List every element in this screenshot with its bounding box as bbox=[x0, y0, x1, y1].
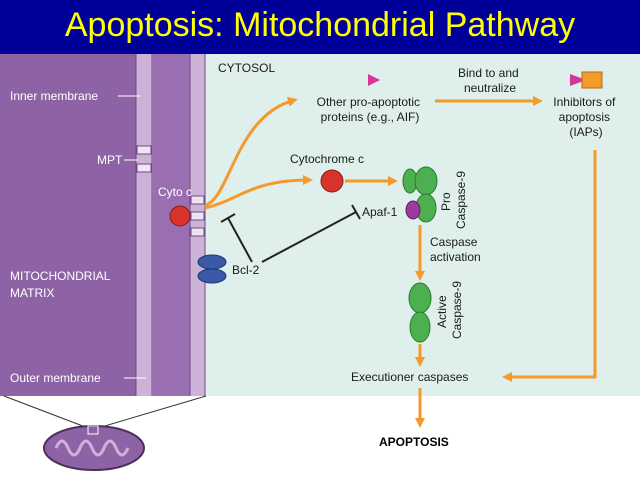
executioner-caspases-label: Executioner caspases bbox=[351, 370, 468, 384]
mpt-pore-outer-2 bbox=[190, 211, 205, 221]
outer-membrane-label: Outer membrane bbox=[10, 371, 101, 385]
aif-icon bbox=[368, 74, 380, 86]
bcl2-icon-2 bbox=[197, 268, 227, 284]
pro-caspase9-label: Pro Caspase-9 bbox=[439, 171, 468, 229]
cyto-c-molecule bbox=[169, 205, 191, 227]
pro-caspase9-top-icon bbox=[414, 166, 438, 196]
caspase-activation-label: Caspase activation bbox=[430, 235, 481, 264]
bcl2-inhibit-line-apaf bbox=[261, 211, 357, 263]
iap-bound-icon bbox=[570, 74, 586, 86]
bcl2-inhibit-line-mito bbox=[227, 217, 253, 263]
cytosol-label: CYTOSOL bbox=[218, 61, 275, 75]
matrix-region bbox=[0, 54, 136, 396]
mpt-pore-inner bbox=[136, 145, 152, 155]
iaps-label: Inhibitors of apoptosis (IAPs) bbox=[553, 95, 618, 139]
arrow-iaps-to-executioner bbox=[502, 150, 597, 382]
apoptosis-label: APOPTOSIS bbox=[379, 435, 449, 449]
bcl2-icon bbox=[197, 254, 227, 270]
cyto-c-label: Cyto c bbox=[158, 185, 192, 199]
cytochrome-c-label: Cytochrome c bbox=[290, 152, 364, 166]
apaf1-label: Apaf-1 bbox=[362, 205, 398, 219]
mpt-label: MPT bbox=[97, 153, 123, 167]
active-caspase9-label: Active Caspase-9 bbox=[435, 281, 464, 339]
active-caspase9-top-icon bbox=[408, 282, 432, 314]
pathway-diagram: Inner membrane MPT MITOCHONDRIAL MATRIX … bbox=[0, 54, 640, 471]
cytochrome-c-molecule bbox=[320, 169, 344, 193]
arrow-to-cytochrome-c bbox=[204, 175, 313, 210]
mpt-pore-outer-3 bbox=[190, 227, 205, 237]
apaf1-bound-icon bbox=[405, 200, 421, 220]
bcl2-label: Bcl-2 bbox=[232, 263, 260, 277]
mpt-pore-outer bbox=[190, 195, 205, 205]
title-bar bbox=[0, 0, 640, 54]
matrix-label: MITOCHONDRIAL MATRIX bbox=[10, 269, 113, 300]
bind-neutralize-label: Bind to and neutralize bbox=[458, 66, 522, 95]
other-proteins-label: Other pro-apoptotic proteins (e.g., AIF) bbox=[317, 95, 424, 124]
iap-icon bbox=[581, 71, 603, 89]
arrow-to-other-proteins bbox=[204, 96, 298, 207]
outer-membrane bbox=[190, 54, 205, 396]
inner-membrane bbox=[136, 54, 152, 396]
active-caspase9-bottom-icon bbox=[409, 311, 431, 343]
mitochondrion-icon bbox=[43, 425, 145, 471]
inner-membrane-label: Inner membrane bbox=[10, 89, 98, 103]
slide-title: Apoptosis: Mitochondrial Pathway bbox=[64, 6, 576, 44]
mpt-pore-inner-2 bbox=[136, 163, 152, 173]
